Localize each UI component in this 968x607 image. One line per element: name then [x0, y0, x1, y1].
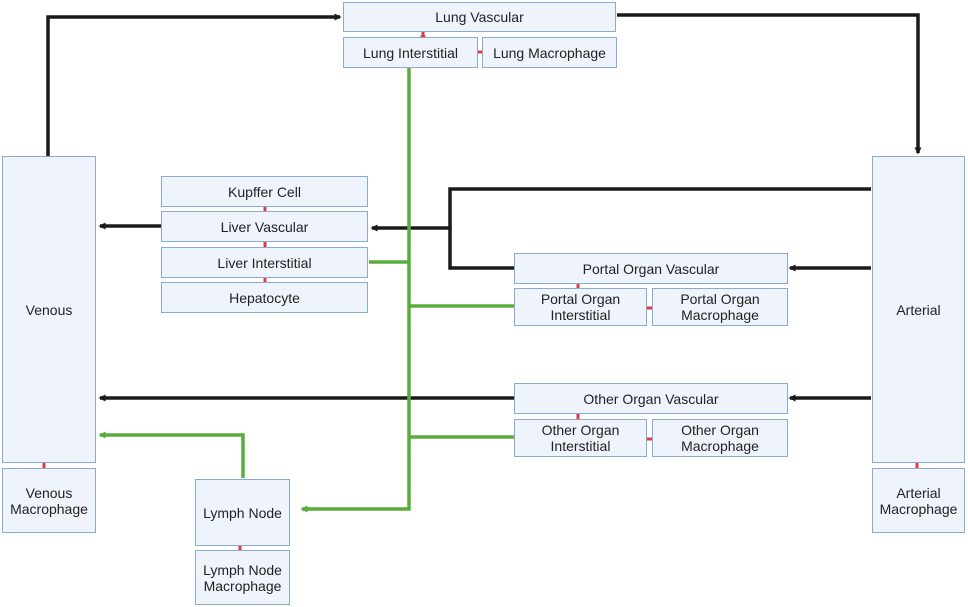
lung-interstitial-box: Lung Interstitial — [343, 37, 478, 68]
lung-to-arterial-flow — [617, 13, 922, 155]
other-organ-vascular-box: Other Organ Vascular — [514, 383, 788, 414]
lung-macrophage-box: Lung Macrophage — [482, 37, 617, 68]
other-organ-interstitial-box: Other Organ Interstitial — [514, 419, 647, 457]
other-organ-macrophage-box: Other Organ Macrophage — [652, 419, 788, 457]
portal-organ-vascular-box: Portal Organ Vascular — [514, 253, 788, 284]
liver-vascular-box: Liver Vascular — [161, 211, 368, 242]
portal-organ-macrophage-box: Portal Organ Macrophage — [652, 288, 788, 326]
lymph-to-venous-flow — [98, 431, 245, 478]
kupffer-cell-box: Kupffer Cell — [161, 176, 368, 207]
venous-box: Venous — [2, 156, 96, 463]
arterial-macrophage-box: Arterial Macrophage — [872, 468, 965, 533]
arterial-box: Arterial — [872, 156, 965, 463]
portal-to-liver-flow — [448, 228, 514, 270]
hepatocyte-box: Hepatocyte — [161, 282, 368, 313]
liver-interstitial-box: Liver Interstitial — [161, 247, 368, 278]
portal-organ-interstitial-box: Portal Organ Interstitial — [514, 288, 647, 326]
venous-macrophage-box: Venous Macrophage — [2, 468, 96, 533]
lymph-node-box: Lymph Node — [195, 479, 290, 546]
lung-vascular-box: Lung Vascular — [343, 2, 616, 32]
lymph-node-macrophage-box: Lymph Node Macrophage — [195, 550, 290, 605]
venous-to-lung-flow — [46, 13, 342, 156]
lymph-trunk — [300, 67, 411, 513]
arterial-to-liver-flow — [370, 187, 871, 232]
